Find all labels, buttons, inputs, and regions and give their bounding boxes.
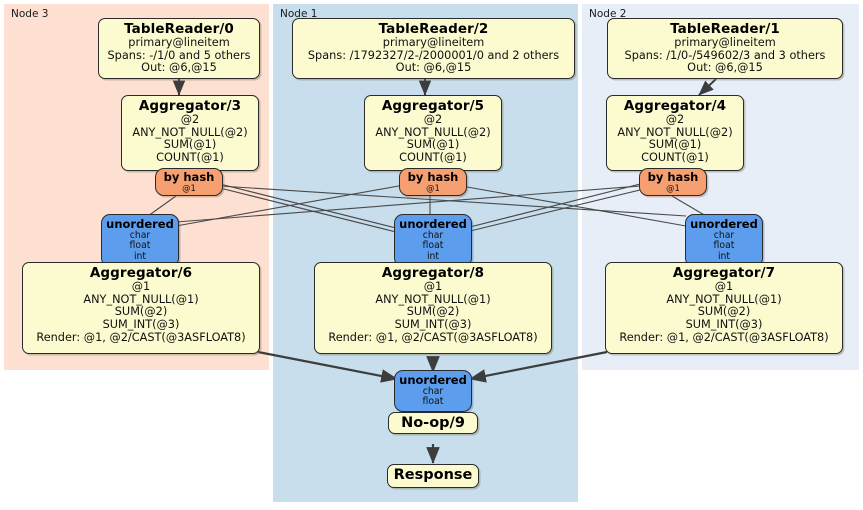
sync-line: char	[129, 229, 151, 241]
region-label-node3: Node 3	[11, 8, 49, 20]
node-line: @2	[180, 113, 200, 127]
router-line: @1	[426, 182, 440, 193]
processor-tablereader-1[interactable]: TableReader/1 primary@lineitem Spans: /1…	[607, 18, 843, 79]
node-title: No-op/9	[401, 415, 465, 431]
node-line: SUM_INT(@3)	[394, 318, 472, 332]
router-line: @1	[182, 182, 196, 193]
node-title: TableReader/1	[670, 21, 780, 37]
node-line: primary@lineitem	[382, 36, 485, 50]
node-line: @1	[714, 280, 734, 294]
sync-line: int	[133, 250, 147, 262]
node-line: Out: @6,@15	[687, 61, 763, 75]
node-line: @1	[423, 280, 443, 294]
router-by-hash-center[interactable]: by hash @1	[399, 168, 467, 196]
router-title: by hash	[647, 170, 699, 184]
node-line: SUM(@1)	[163, 138, 217, 152]
processor-aggregator-3[interactable]: Aggregator/3 @2 ANY_NOT_NULL(@2) SUM(@1)…	[121, 95, 259, 171]
processor-noop-9[interactable]: No-op/9	[388, 412, 478, 434]
node-title: Aggregator/7	[672, 265, 776, 281]
node-line: Spans: /1/0-/549602/3 and 3 others	[624, 48, 826, 62]
node-line: ANY_NOT_NULL(@1)	[375, 292, 491, 306]
synchronizer-unordered-final[interactable]: unordered char float	[394, 370, 472, 412]
router-line: @1	[666, 182, 680, 193]
node-line: COUNT(@1)	[641, 151, 709, 165]
node-line: primary@lineitem	[674, 36, 776, 50]
router-by-hash-right[interactable]: by hash @1	[639, 168, 707, 196]
node-line: @1	[131, 280, 151, 294]
sync-line: char	[422, 385, 444, 397]
node-line: COUNT(@1)	[156, 151, 224, 165]
node-line: Out: @6,@15	[395, 61, 472, 75]
node-line: SUM_INT(@3)	[102, 318, 180, 332]
sync-line: float	[129, 240, 151, 252]
node-title: TableReader/0	[124, 21, 234, 37]
sync-line: float	[713, 240, 735, 252]
sync-line: float	[422, 396, 444, 408]
sync-title: unordered	[399, 217, 467, 231]
sync-line: float	[422, 240, 444, 252]
node-title: Aggregator/8	[381, 265, 485, 281]
node-line: COUNT(@1)	[399, 151, 467, 165]
node-line: ANY_NOT_NULL(@1)	[83, 292, 199, 306]
processor-aggregator-5[interactable]: Aggregator/5 @2 ANY_NOT_NULL(@2) SUM(@1)…	[364, 95, 502, 171]
response-node[interactable]: Response	[387, 464, 479, 488]
node-title: TableReader/2	[378, 21, 489, 37]
node-line: @2	[665, 113, 685, 127]
processor-tablereader-2[interactable]: TableReader/2 primary@lineitem Spans: /1…	[292, 18, 575, 79]
sync-line: int	[426, 250, 440, 262]
node-line: ANY_NOT_NULL(@2)	[617, 125, 733, 139]
synchronizer-unordered-left[interactable]: unordered char float int	[101, 214, 179, 267]
sync-line: int	[717, 250, 731, 262]
sync-line: char	[713, 229, 735, 241]
node-line: SUM(@2)	[406, 305, 460, 319]
node-line: ANY_NOT_NULL(@2)	[132, 125, 248, 139]
processor-aggregator-4[interactable]: Aggregator/4 @2 ANY_NOT_NULL(@2) SUM(@1)…	[606, 95, 744, 171]
node-line: primary@lineitem	[128, 36, 230, 50]
node-line: Spans: -/1/0 and 5 others	[107, 48, 251, 62]
node-line: SUM(@1)	[406, 138, 460, 152]
router-by-hash-left[interactable]: by hash @1	[155, 168, 223, 196]
node-line: Render: @1, @2/CAST(@3ASFLOAT8)	[36, 330, 246, 344]
node-line: ANY_NOT_NULL(@1)	[666, 292, 782, 306]
synchronizer-unordered-center[interactable]: unordered char float int	[394, 214, 472, 267]
node-title: Response	[393, 467, 473, 483]
node-line: SUM_INT(@3)	[685, 318, 763, 332]
processor-aggregator-7[interactable]: Aggregator/7 @1 ANY_NOT_NULL(@1) SUM(@2)…	[605, 262, 843, 354]
node-line: Render: @1, @2/CAST(@3ASFLOAT8)	[619, 330, 829, 344]
sync-title: unordered	[690, 217, 758, 231]
node-title: Aggregator/6	[89, 265, 193, 281]
node-line: SUM(@2)	[697, 305, 751, 319]
node-line: SUM(@1)	[648, 138, 702, 152]
synchronizer-unordered-right[interactable]: unordered char float int	[685, 214, 763, 267]
node-line: Out: @6,@15	[141, 61, 217, 75]
node-line: @2	[423, 113, 443, 127]
node-line: SUM(@2)	[114, 305, 168, 319]
router-title: by hash	[407, 170, 459, 184]
node-line: Render: @1, @2/CAST(@3ASFLOAT8)	[328, 330, 538, 344]
node-title: Aggregator/4	[623, 98, 727, 114]
processor-tablereader-0[interactable]: TableReader/0 primary@lineitem Spans: -/…	[98, 18, 260, 79]
sync-title: unordered	[106, 217, 174, 231]
sync-title: unordered	[399, 373, 467, 387]
sync-line: char	[422, 229, 444, 241]
node-line: Spans: /1792327/2-/2000001/0 and 2 other…	[307, 48, 560, 62]
node-title: Aggregator/5	[381, 98, 485, 114]
region-label-node2: Node 2	[589, 8, 627, 20]
node-title: Aggregator/3	[138, 98, 242, 114]
router-title: by hash	[163, 170, 215, 184]
processor-aggregator-6[interactable]: Aggregator/6 @1 ANY_NOT_NULL(@1) SUM(@2)…	[22, 262, 260, 354]
processor-aggregator-8[interactable]: Aggregator/8 @1 ANY_NOT_NULL(@1) SUM(@2)…	[314, 262, 552, 354]
region-label-node1: Node 1	[280, 8, 318, 20]
node-line: ANY_NOT_NULL(@2)	[375, 125, 491, 139]
